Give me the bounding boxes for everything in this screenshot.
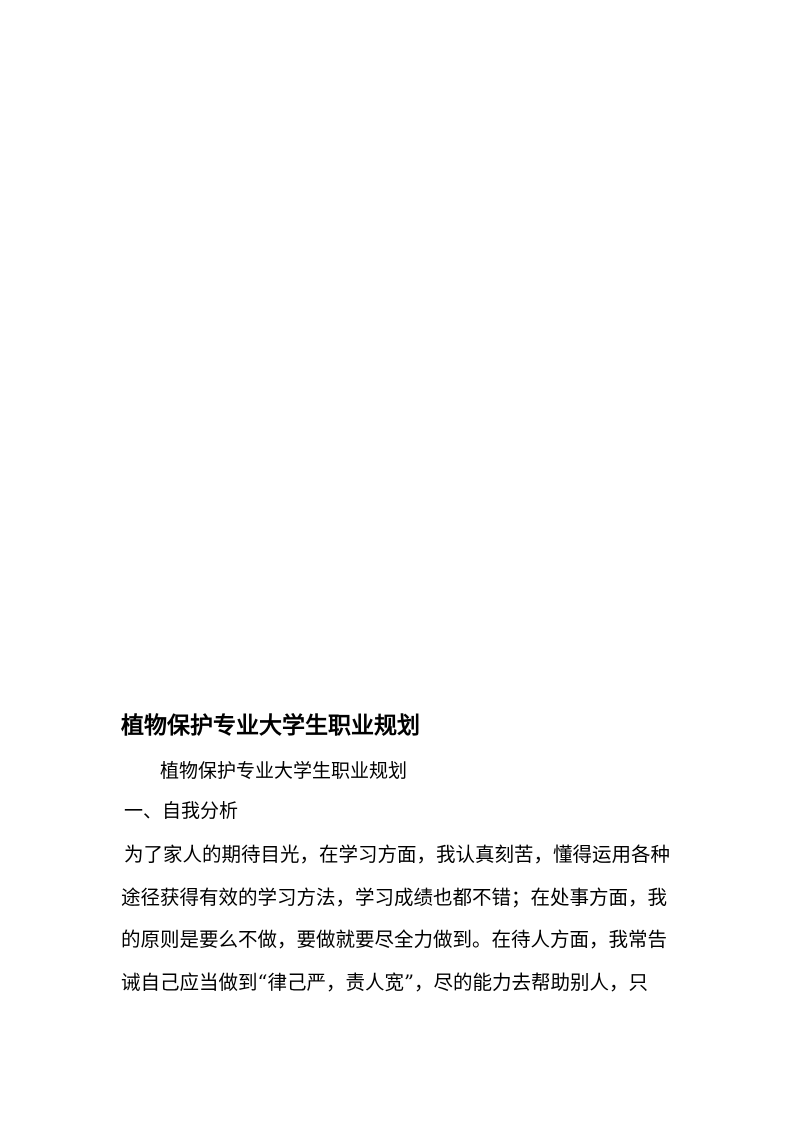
document-title: 植物保护专业大学生职业规划	[121, 713, 420, 739]
section-heading: 一、自我分析	[124, 800, 239, 822]
paragraph-line: 为了家人的期待目光，在学习方面，我认真刻苦，懂得运用各种	[124, 843, 671, 866]
paragraph-line: 诫自己应当做到“律己严，责人宽”，尽的能力去帮助别人，只	[121, 971, 648, 994]
document-subtitle: 植物保护专业大学生职业规划	[160, 760, 408, 782]
paragraph-line: 途径获得有效的学习方法，学习成绩也都不错；在处事方面，我	[121, 886, 668, 909]
paragraph-line: 的原则是要么不做，要做就要尽全力做到。在待人方面，我常告	[121, 928, 668, 951]
